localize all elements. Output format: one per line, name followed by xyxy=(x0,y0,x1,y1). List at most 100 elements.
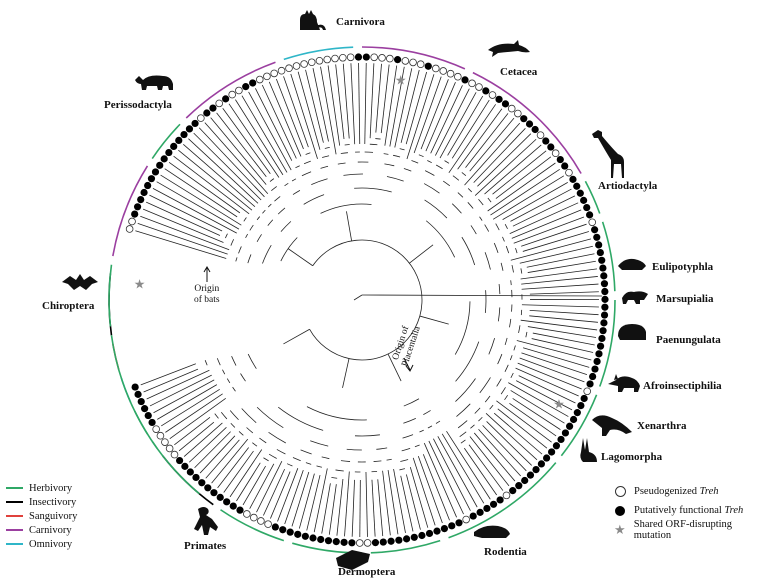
tree-branch xyxy=(519,357,585,383)
label-cetacea: Cetacea xyxy=(500,66,538,78)
functional-tip-marker xyxy=(131,383,139,391)
pseudogenized-tip-marker xyxy=(565,168,573,177)
tree-node-arc xyxy=(384,163,395,167)
functional-tip-marker xyxy=(526,471,535,479)
tree-node-arc xyxy=(249,224,254,231)
tree-branch xyxy=(451,99,490,159)
tree-node-arc xyxy=(467,188,473,193)
functional-tip-marker xyxy=(520,115,528,123)
tree-node-arc xyxy=(267,219,274,226)
tree-branch xyxy=(174,416,211,446)
tree-node-arc xyxy=(277,207,286,215)
functional-tip-marker xyxy=(133,203,142,211)
pseudogenized-tip-marker xyxy=(363,539,372,547)
functional-tip-marker xyxy=(548,448,556,456)
functional-tip-marker xyxy=(362,53,370,61)
tree-node-arc xyxy=(267,203,272,208)
tree-node-arc xyxy=(220,412,228,420)
tree-branch xyxy=(178,149,253,211)
functional-tip-marker xyxy=(271,523,279,531)
functional-tip-marker xyxy=(371,539,380,547)
tree-branch xyxy=(161,388,220,427)
shrew-silhouette xyxy=(618,258,646,270)
tree-branch xyxy=(249,463,275,509)
functional-tip-marker xyxy=(509,487,517,495)
functional-tip-marker xyxy=(601,303,609,311)
tree-node-arc xyxy=(479,216,483,221)
cat-silhouette xyxy=(300,10,326,30)
functional-tip-marker xyxy=(598,256,606,264)
tree-node-arc xyxy=(427,425,433,429)
tree-branch xyxy=(193,132,262,201)
tree-branch xyxy=(263,468,285,516)
tree-node-arc xyxy=(247,254,252,264)
tree-branch xyxy=(441,433,485,504)
tree-node-arc xyxy=(246,427,254,434)
tree-branch xyxy=(223,450,254,493)
tree-node-arc xyxy=(403,417,416,424)
tree-node-arc xyxy=(386,176,404,182)
functional-tip-marker xyxy=(140,188,148,197)
pseudogenized-tip-marker xyxy=(431,64,440,73)
tree-branch xyxy=(365,471,368,537)
tree-node-arc xyxy=(354,187,392,193)
tree-node-arc xyxy=(509,355,513,361)
tree-branch xyxy=(519,245,593,264)
tree-branch xyxy=(518,375,576,404)
functional-tip-marker xyxy=(483,504,491,513)
tree-branch xyxy=(417,456,443,524)
pseudogenized-tip-marker xyxy=(197,114,205,122)
tree-node-arc xyxy=(243,217,247,222)
tree-branch xyxy=(437,436,478,508)
tree-branch xyxy=(346,211,353,241)
tree-node-arc xyxy=(454,301,471,355)
tip-markers: ★★★ xyxy=(125,53,609,547)
functional-tip-marker xyxy=(216,493,224,501)
tree-branch xyxy=(512,398,561,430)
tree-branch xyxy=(364,63,367,145)
tree-node-arc xyxy=(414,444,420,448)
tree-branch xyxy=(342,63,350,139)
tree-node-arc xyxy=(280,221,292,232)
tree-branch xyxy=(178,421,215,452)
tree-node-arc xyxy=(403,398,420,407)
pseudogenized-tip-marker xyxy=(170,450,179,459)
functional-tip-marker xyxy=(482,87,490,95)
tree-branch xyxy=(210,117,267,185)
functional-tip-marker xyxy=(387,537,395,545)
functional-tip-marker xyxy=(301,532,309,540)
pseudogenized-tip-marker xyxy=(401,57,410,65)
functional-tip-marker xyxy=(332,538,340,546)
tree-node-arc xyxy=(510,372,514,379)
functional-tip-marker xyxy=(394,56,402,64)
legend-label-insectivory: Insectivory xyxy=(29,496,77,508)
tree-branch xyxy=(532,332,595,346)
tree-node-arc xyxy=(271,186,277,192)
tree-branch xyxy=(464,122,521,186)
functional-tip-marker xyxy=(203,109,211,117)
functional-tip-marker xyxy=(209,104,217,112)
tree-branch xyxy=(484,144,542,195)
functional-tip-marker xyxy=(181,462,189,470)
tree-branch xyxy=(298,473,315,529)
tree-node-arc xyxy=(411,160,419,164)
tree-node-arc xyxy=(461,236,476,266)
pseudogenized-tip-marker xyxy=(323,55,332,64)
tree-node-arc xyxy=(518,325,521,334)
functional-tip-marker xyxy=(580,394,588,403)
tree-branch xyxy=(422,454,450,521)
tree-node-arc xyxy=(452,175,460,181)
tree-node-arc xyxy=(320,203,372,214)
functional-tip-marker xyxy=(433,527,441,535)
tree-branch xyxy=(527,260,596,273)
legend-label-omnivory: Omnivory xyxy=(29,538,73,550)
tree-node-arc xyxy=(229,410,239,421)
functional-tip-marker xyxy=(324,537,333,545)
functional-tip-marker xyxy=(600,280,609,288)
tree-node-arc xyxy=(276,449,286,455)
tree-node-arc xyxy=(504,223,508,230)
functional-tip-marker xyxy=(317,535,325,544)
tree-branch xyxy=(235,99,284,176)
tree-branch xyxy=(490,168,560,216)
